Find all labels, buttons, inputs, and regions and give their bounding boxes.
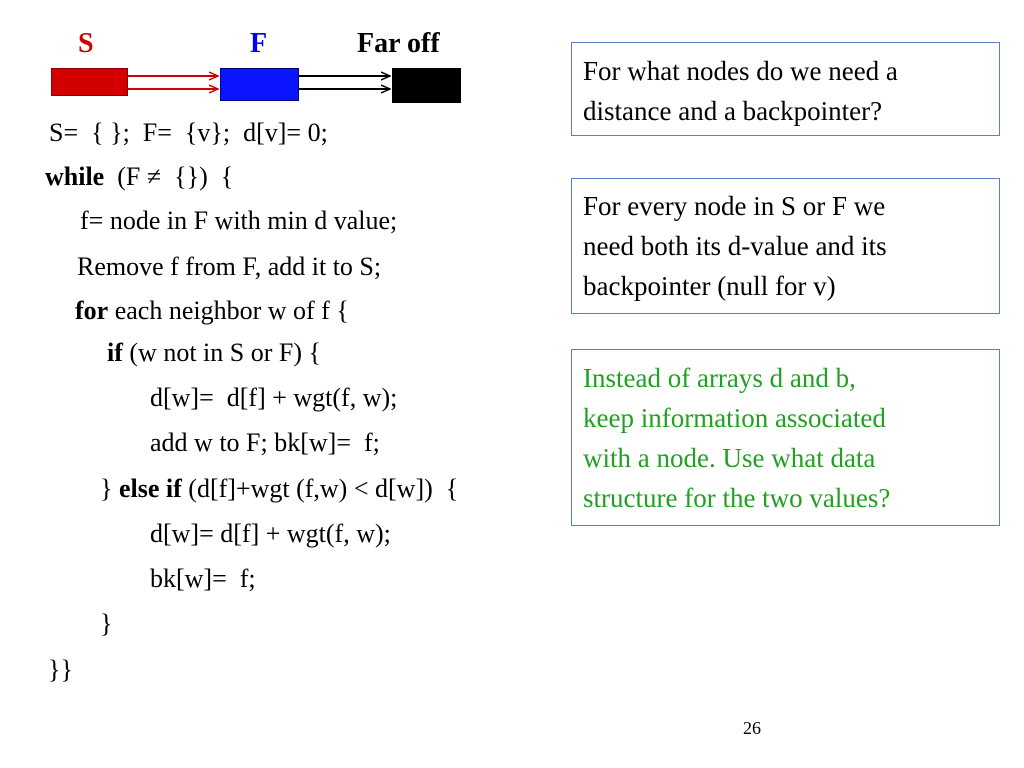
note-answer-line: need both its d-value and its bbox=[583, 231, 887, 261]
code-line-set-dw-2: d[w]= d[f] + wgt(f, w); bbox=[150, 519, 391, 548]
code-line-init: S= { }; F= {v}; d[v]= 0; bbox=[49, 118, 328, 147]
code-line-if: if (w not in S or F) { bbox=[107, 338, 321, 368]
code-if-condition: (w not in S or F) { bbox=[122, 338, 321, 367]
note-data-structure-line: with a node. Use what data bbox=[583, 443, 876, 473]
note-data-structure-line: structure for the two values? bbox=[583, 483, 891, 513]
note-data-structure-line: keep information associated bbox=[583, 403, 886, 433]
label-f: F bbox=[250, 28, 268, 59]
keyword-for: for bbox=[75, 296, 109, 325]
keyword-while: while bbox=[45, 162, 105, 191]
diagram-arrows bbox=[128, 0, 1024, 120]
note-question: For what nodes do we need a distance and… bbox=[571, 42, 1000, 136]
note-answer-line: backpointer (null for v) bbox=[583, 271, 836, 301]
code-line-close-all: }} bbox=[48, 655, 73, 684]
label-far-off: Far off bbox=[357, 28, 440, 59]
note-data-structure: Instead of arrays d and b, keep informat… bbox=[571, 349, 1000, 526]
code-line-else-if: } else if (d[f]+wgt (f,w) < d[w]) { bbox=[100, 474, 458, 504]
code-line-select-min: f= node in F with min d value; bbox=[80, 206, 398, 235]
code-line-add-w: add w to F; bk[w]= f; bbox=[150, 428, 380, 457]
set-f-box bbox=[220, 68, 299, 101]
code-line-for: for each neighbor w of f { bbox=[75, 296, 349, 326]
code-line-move-to-s: Remove f from F, add it to S; bbox=[77, 252, 382, 281]
note-question-line: For what nodes do we need a bbox=[583, 56, 898, 86]
code-while-condition: (F ≠ {}) { bbox=[104, 162, 234, 191]
code-else-if-condition: (d[f]+wgt (f,w) < d[w]) { bbox=[181, 474, 459, 503]
code-line-while: while (F ≠ {}) { bbox=[45, 162, 233, 192]
keyword-if: if bbox=[107, 338, 123, 367]
note-question-line: distance and a backpointer? bbox=[583, 96, 883, 126]
code-for-rest: each neighbor w of f { bbox=[108, 296, 349, 325]
code-line-close-if: } bbox=[100, 609, 113, 638]
code-line-set-bk: bk[w]= f; bbox=[150, 564, 256, 593]
far-off-box bbox=[392, 68, 461, 103]
set-s-box bbox=[51, 68, 128, 96]
code-line-set-dw-1: d[w]= d[f] + wgt(f, w); bbox=[150, 383, 398, 412]
note-answer: For every node in S or F we need both it… bbox=[571, 178, 1000, 314]
note-data-structure-line: Instead of arrays d and b, bbox=[583, 363, 856, 393]
note-answer-line: For every node in S or F we bbox=[583, 191, 886, 221]
page-number: 26 bbox=[743, 718, 761, 738]
label-s: S bbox=[78, 28, 94, 59]
keyword-else-if: else if bbox=[118, 474, 182, 503]
code-close-brace: } bbox=[100, 474, 119, 503]
